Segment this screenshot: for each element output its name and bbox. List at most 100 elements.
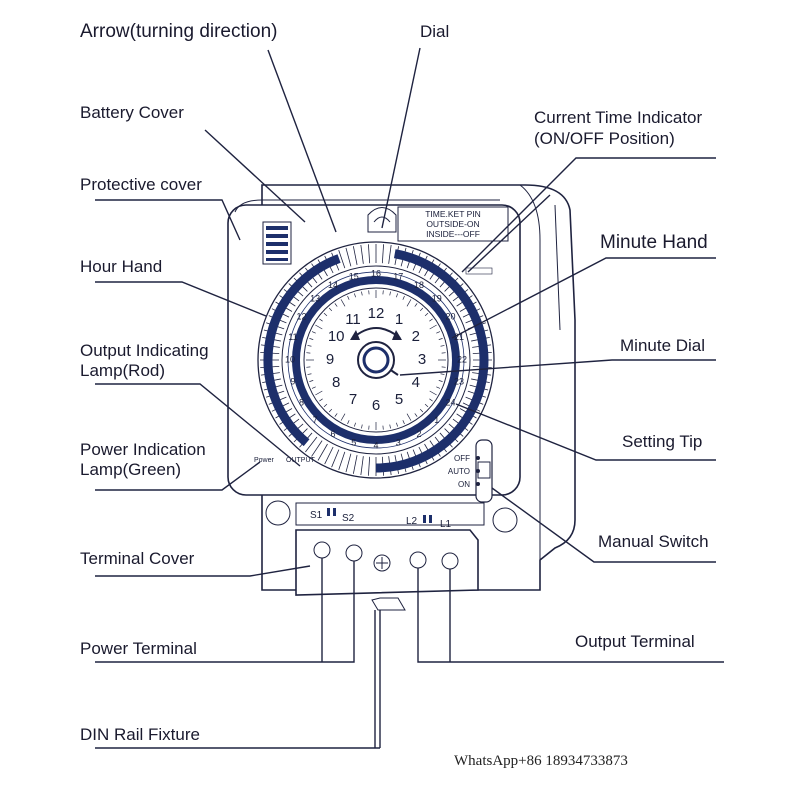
minute-tick (406, 413, 412, 421)
l-marker-2 (429, 515, 432, 523)
minute-tick (396, 422, 398, 427)
hour-ring-number: 10 (285, 354, 295, 364)
hour-ring-number: 4 (373, 440, 378, 450)
minute-tick (414, 413, 418, 417)
minute-tick (396, 293, 398, 298)
label-terminal-cover: Terminal Cover (80, 549, 195, 568)
label-din-rail: DIN Rail Fixture (80, 725, 200, 744)
pin-segment[interactable] (352, 455, 358, 474)
pin-segment[interactable] (311, 440, 323, 457)
hour-ring-number: 8 (299, 397, 304, 407)
minute-tick (402, 295, 405, 300)
clock-number: 9 (326, 351, 334, 368)
clock-number: 8 (332, 374, 340, 391)
terminal-l1: L1 (440, 519, 452, 530)
minute-tick (315, 390, 323, 396)
housing-edge-2 (554, 204, 561, 331)
minute-tick (334, 303, 338, 307)
leader-lines (95, 47, 724, 749)
pin-segment[interactable] (345, 247, 352, 267)
clock-number: 11 (345, 311, 361, 328)
minute-tick (311, 331, 316, 334)
switch-auto-label: AUTO (448, 467, 470, 476)
label-protective-cover: Protective cover (80, 175, 202, 194)
manual-switch[interactable] (475, 439, 493, 503)
pin-segment[interactable] (331, 449, 340, 468)
minute-tick (419, 307, 424, 312)
hour-ring-number: 13 (310, 294, 320, 304)
hour-ring-line (287, 271, 465, 449)
ground-screw[interactable] (373, 554, 391, 572)
hour-ring-number: 20 (445, 311, 455, 321)
watermark: WhatsApp+86 18934733873 (454, 753, 628, 769)
pin-segment[interactable] (305, 436, 318, 453)
minute-tick (309, 380, 314, 382)
pin-segment[interactable] (338, 250, 346, 269)
hour-ring-number: 18 (414, 280, 424, 290)
current-time-mark (465, 267, 493, 275)
clock-number: 7 (349, 391, 357, 408)
hour-ring-number: 19 (432, 294, 442, 304)
hour-ring-number: 14 (328, 280, 338, 290)
pin-segment[interactable] (360, 244, 364, 264)
clock-number: 10 (328, 328, 345, 345)
label-minute-hand: Minute Hand (600, 232, 708, 253)
minute-tick (389, 291, 391, 296)
minute-tick (311, 386, 316, 389)
pin-segment[interactable] (352, 246, 358, 265)
dial-center-cap (362, 346, 390, 374)
minute-tick (436, 331, 441, 334)
terminal-s1: S1 (310, 510, 323, 521)
device-body: TIME.KET PIN OUTSIDE-ON INSIDE---OFF 161… (227, 184, 576, 748)
hour-ring-number: 5 (351, 437, 356, 447)
pin-segment[interactable] (381, 244, 384, 264)
minute-tick (419, 408, 424, 413)
hour-ring-number: 12 (297, 311, 307, 321)
clock-number: 4 (412, 374, 420, 391)
pin-segment[interactable] (324, 446, 334, 465)
minute-tick (406, 299, 412, 307)
label-power-lamp-1: Power Indication (80, 440, 206, 459)
minute-tick (328, 307, 333, 312)
clock-number: 6 (372, 397, 380, 414)
pin-segment[interactable] (388, 244, 392, 264)
info-box (397, 206, 509, 242)
minute-tick (389, 424, 391, 429)
minute-tick (307, 345, 312, 347)
label-output-terminal: Output Terminal (575, 632, 695, 651)
minute-tick (309, 338, 314, 340)
minute-tick (429, 390, 437, 396)
terminal-label-strip (295, 502, 485, 526)
l-marker-1 (423, 515, 426, 523)
pushed-pins-left (263, 254, 341, 447)
label-minute-dial: Minute Dial (620, 336, 705, 355)
din-rail-tab (371, 597, 406, 611)
pin-segment[interactable] (345, 453, 352, 473)
minute-tick (334, 413, 338, 417)
pin-segment[interactable] (360, 456, 364, 476)
label-arrow: Arrow(turning direction) (80, 21, 277, 42)
switch-on-label: ON (458, 480, 470, 489)
hour-ring-number: 9 (290, 377, 295, 387)
hour-ring-number: 1 (434, 415, 439, 425)
minute-tick (440, 373, 445, 375)
pin-segment[interactable] (368, 456, 371, 476)
pin-segment[interactable] (368, 244, 371, 264)
pin-segment[interactable] (317, 443, 328, 461)
label-current-time-2: (ON/OFF Position) (534, 129, 675, 148)
minute-tick (440, 345, 445, 347)
pin-segment[interactable] (338, 451, 346, 470)
minute-tick (438, 338, 443, 340)
minute-tick (340, 413, 346, 421)
output-lamp-label: OUTPUT (286, 457, 316, 464)
label-dial: Dial (420, 22, 449, 41)
minute-tick (414, 303, 418, 307)
clock-number: 2 (412, 328, 420, 345)
hour-ring-number: 3 (396, 437, 401, 447)
hour-ring-number: 23 (454, 377, 464, 387)
minute-tick (438, 380, 443, 382)
